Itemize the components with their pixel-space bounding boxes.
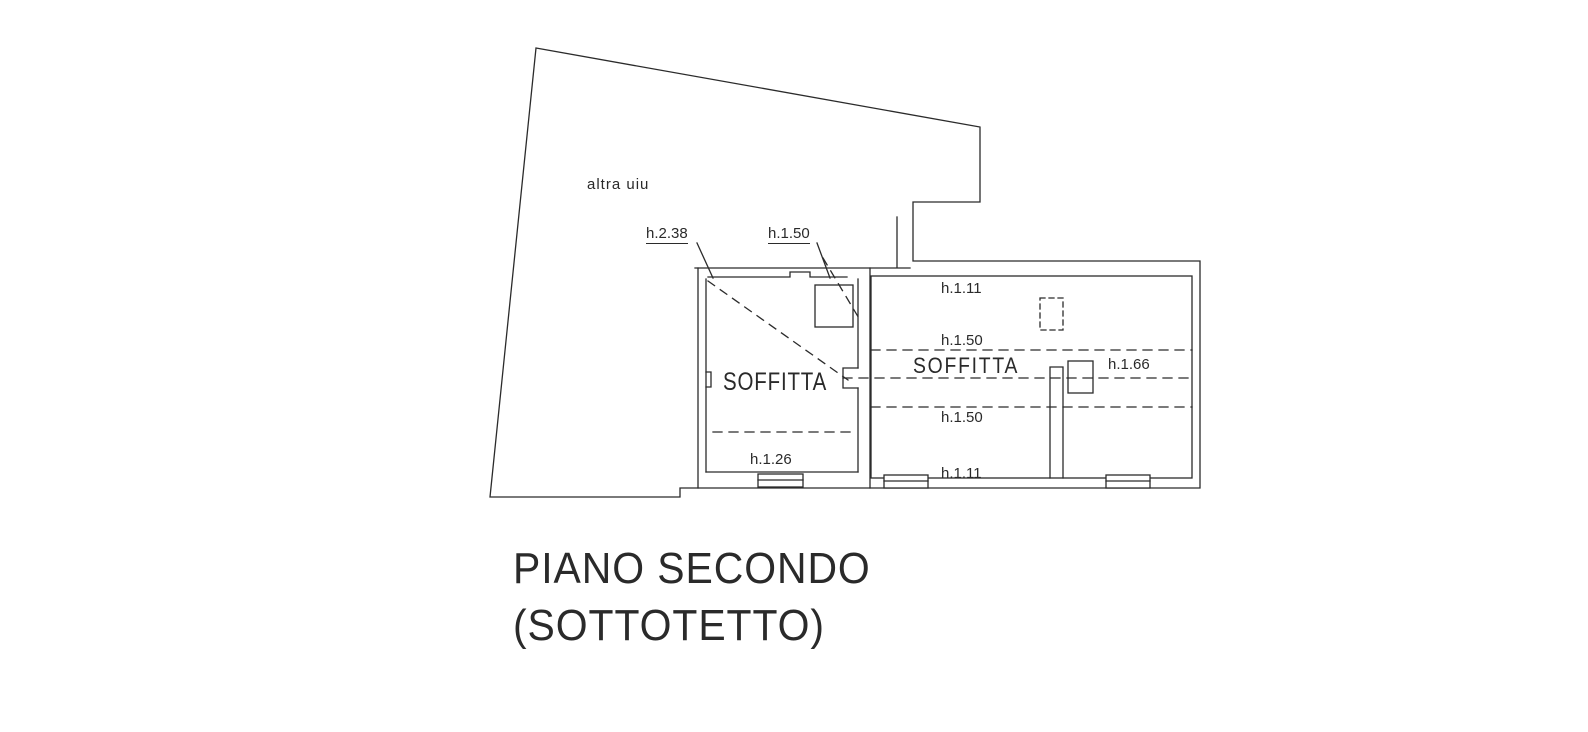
- height-note-1-50-leader: h.1.50: [768, 225, 810, 244]
- height-note-1-50-upper: h.1.50: [941, 332, 983, 349]
- left-room-chimney: [814, 284, 854, 328]
- height-note-2-38: h.2.38: [646, 225, 688, 244]
- roof-opening-dashed: [1039, 297, 1064, 331]
- right-room-chimney: [1067, 360, 1094, 394]
- window-symbols: [757, 473, 1151, 489]
- altra-uiu-label: altra uiu: [587, 176, 650, 193]
- roof-slope-diagonals: [707, 257, 861, 381]
- interior-partition: [1049, 366, 1064, 479]
- left-room-walls: [705, 267, 871, 489]
- exterior-boundary: [489, 47, 1201, 498]
- height-note-1-50-lower: h.1.50: [941, 409, 983, 426]
- height-note-1-66: h.1.66: [1108, 356, 1150, 373]
- height-note-1-11-top: h.1.11: [941, 280, 982, 297]
- height-note-1-26: h.1.26: [750, 451, 792, 468]
- left-room-name: SOFFITTA: [723, 368, 828, 396]
- title-line-1: PIANO SECONDO: [513, 544, 871, 593]
- height-note-1-11-bottom: h.1.11: [941, 465, 982, 482]
- height-dashed-lines: [712, 349, 1193, 433]
- right-room-walls: [870, 275, 1193, 479]
- leader-lines: [696, 242, 831, 279]
- right-room-name: SOFFITTA: [913, 353, 1020, 378]
- title-line-2: (SOTTOTETTO): [513, 601, 825, 650]
